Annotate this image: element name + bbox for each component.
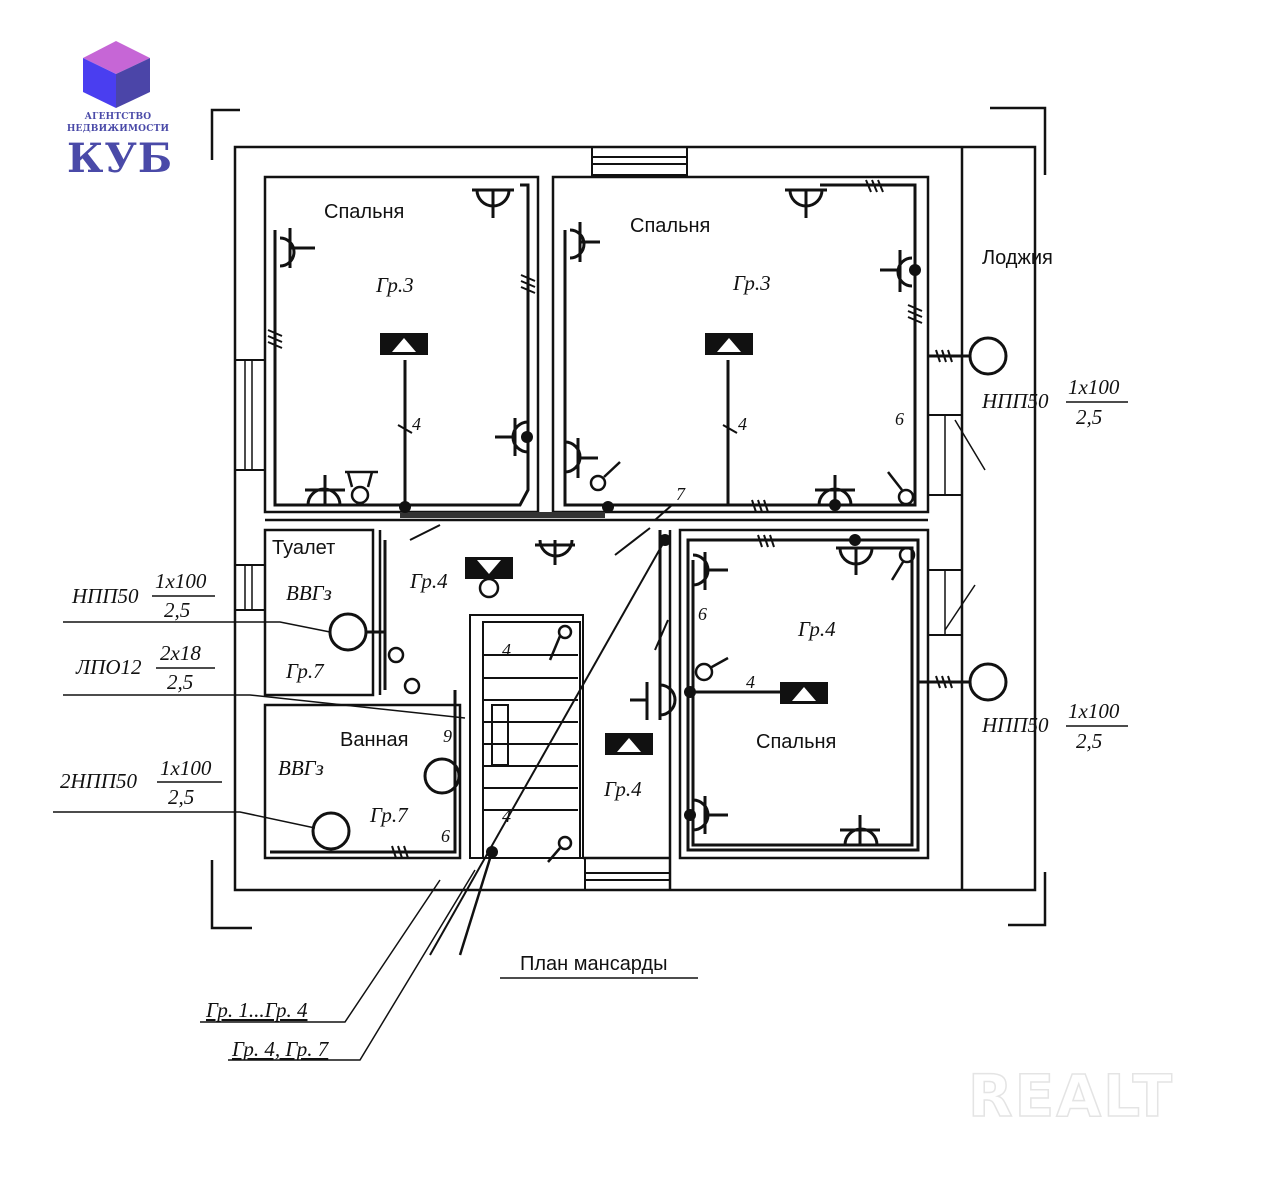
logo-line1: АГЕНТСТВО: [84, 112, 152, 122]
switch-icons: [345, 461, 916, 863]
wire-count: 4: [502, 640, 511, 660]
wire-count: 4: [738, 414, 747, 434]
fixture-label-loggia-1: НПП50 1x100 2,5: [981, 375, 1128, 429]
feeder-label-1: Гр. 1...Гр. 4: [205, 998, 308, 1022]
cable-label-bath: ВВГз: [278, 756, 324, 780]
svg-text:2НПП50: 2НПП50: [60, 769, 137, 793]
svg-text:2,5: 2,5: [1076, 405, 1102, 429]
svg-text:1x100: 1x100: [160, 756, 212, 780]
svg-text:НПП50: НПП50: [71, 584, 139, 608]
wire-count: 7: [676, 484, 686, 504]
group-label-bath: Гр.7: [369, 803, 409, 827]
wire-count: 4: [412, 414, 421, 434]
agency-logo-cube-icon: [83, 41, 150, 108]
wire-count: 6: [698, 604, 707, 624]
group-label-toilet: Гр.7: [285, 659, 325, 683]
fixture-label-lpo12: ЛПО12 2x18 2,5: [75, 641, 215, 694]
junction-dots: [399, 264, 921, 858]
svg-text:НПП50: НПП50: [981, 713, 1049, 737]
svg-text:2,5: 2,5: [1076, 729, 1102, 753]
wire-count: 4: [746, 672, 755, 692]
fixture-label-toilet: НПП50 1x100 2,5: [71, 569, 215, 622]
svg-text:ЛПО12: ЛПО12: [75, 655, 142, 679]
room-label-bath: Ванная: [340, 729, 409, 751]
group-label-bedroom-1: Гр.3: [375, 273, 414, 297]
group-label-hall-2: Гр.4: [603, 777, 642, 801]
svg-text:1x100: 1x100: [1068, 375, 1120, 399]
walls: [210, 106, 1047, 930]
wire-count: 6: [895, 409, 904, 429]
wire-count: 9: [443, 726, 452, 746]
wire-count: 4: [502, 806, 511, 826]
room-label-bedroom-2: Спальня: [630, 215, 710, 237]
wiring: [53, 183, 917, 1061]
svg-text:2,5: 2,5: [164, 598, 190, 622]
room-label-bedroom-3: Спальня: [756, 731, 836, 753]
cube-left-face: [83, 58, 116, 108]
svg-text:1x100: 1x100: [1068, 699, 1120, 723]
plan-title: План мансарды: [520, 953, 668, 975]
wire-count: 6: [441, 826, 450, 846]
cube-top-face: [83, 41, 150, 74]
feeder-label-2: Гр. 4, Гр. 7: [231, 1037, 330, 1061]
fixture-label-loggia-2: НПП50 1x100 2,5: [981, 699, 1128, 753]
wire-tick-marks: [267, 179, 953, 859]
room-label-bedroom-1: Спальня: [324, 201, 404, 223]
group-label-bedroom-3: Гр.4: [797, 617, 836, 641]
svg-text:2,5: 2,5: [167, 670, 193, 694]
room-label-toilet: Туалет: [272, 537, 335, 559]
ceiling-fixture-icons: [380, 333, 828, 755]
svg-text:НПП50: НПП50: [981, 389, 1049, 413]
cable-label-toilet: ВВГз: [286, 581, 332, 605]
realt-watermark: Realt: [967, 1061, 1175, 1131]
socket-icons: [279, 188, 913, 846]
svg-text:2x18: 2x18: [160, 641, 201, 665]
fixture-label-bath: 2НПП50 1x100 2,5: [60, 756, 222, 809]
room-label-loggia: Лоджия: [982, 247, 1053, 269]
svg-text:2,5: 2,5: [168, 785, 194, 809]
logo-brand: КУБ: [66, 135, 174, 182]
logo-line2: НЕДВИЖИМОСТИ: [66, 124, 170, 134]
cube-right-face: [116, 58, 150, 108]
svg-text:1x100: 1x100: [155, 569, 207, 593]
group-label-bedroom-2: Гр.3: [732, 271, 771, 295]
group-label-hall-1: Гр.4: [409, 569, 448, 593]
